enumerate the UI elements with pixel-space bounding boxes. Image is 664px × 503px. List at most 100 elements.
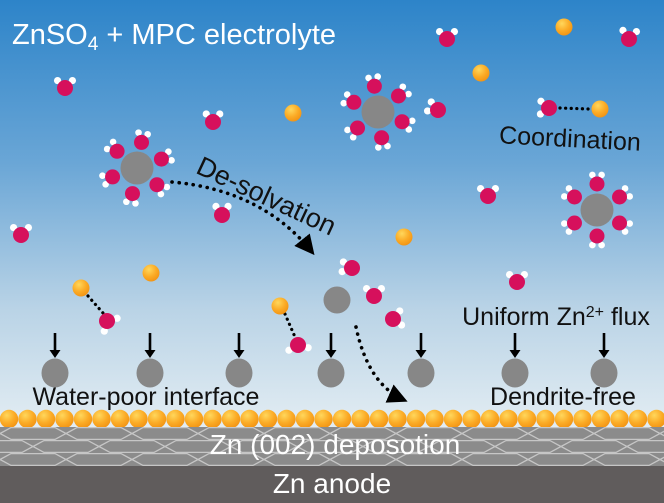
hydrogen-atom-icon [408,117,416,125]
oxygen-atom-icon [385,311,401,327]
hydrogen-atom-icon [621,185,629,192]
mpc-molecule [332,409,352,429]
hydrogen-atom-icon [100,327,108,335]
mpc-molecule [536,409,555,429]
hydrogen-atom-icon [163,183,171,191]
solvated-zinc-cluster [340,73,416,151]
mpc-molecule [395,228,413,246]
water-molecule [536,97,557,118]
mpc-molecule [406,409,426,429]
water-molecule [390,83,412,104]
hydrogen-atom-icon [132,200,139,207]
zn002-hex-texture-icon [0,427,664,466]
water-molecule [53,76,77,96]
zinc-ion [136,358,164,388]
mpc-molecule [73,409,93,429]
oxygen-atom-icon [430,102,446,118]
hydrogen-atom-icon [536,110,544,118]
water-molecule [589,228,605,249]
mpc-molecule [443,409,463,429]
zn-anode-label: Zn anode [273,468,391,499]
water-molecule [338,258,360,276]
hydrogen-atom-icon [349,133,357,141]
hydrogen-atom-icon [113,314,121,322]
solvated-zinc-cluster [99,129,175,207]
mpc-molecule [591,100,609,118]
oxygen-atom-icon [153,151,169,167]
oxygen-atom-icon [13,227,29,243]
water-molecule [589,171,605,192]
coordination-bond [86,294,105,315]
water-molecule [153,148,175,167]
dendrite-free-label: Dendrite-free [490,383,636,411]
flux-arrow-head-icon [233,350,245,358]
mpc-molecule [369,409,389,429]
hydrogen-atom-icon [598,171,605,179]
hydrogen-atom-icon [405,126,413,133]
hydrogen-atom-icon [565,185,573,192]
hydrogen-atom-icon [339,258,347,266]
mpc-molecule [554,409,574,429]
water-molecule [99,169,121,188]
water-molecule [505,270,529,290]
oxygen-atom-icon [480,188,496,204]
zinc-ion [501,358,529,388]
water-poor-interface-label: Water-poor interface [33,383,260,411]
water-molecule [435,27,459,47]
water-molecule [202,110,224,130]
oxygen-atom-icon [566,189,582,205]
hydrogen-atom-icon [343,91,351,98]
coordination-bond [283,312,297,339]
solvated-zinc-cluster [560,171,634,249]
flux-arrow-head-icon [509,350,521,358]
water-molecule [344,120,366,141]
mpc-molecule [472,64,490,82]
oxygen-atom-icon [390,88,406,104]
mpc-molecule [0,409,19,429]
hydrogen-atom-icon [621,228,629,235]
hydrogen-atom-icon [398,321,406,329]
hydrogen-atom-icon [340,99,348,107]
zinc-ion [41,358,69,388]
oxygen-atom-icon [541,100,557,116]
oxygen-atom-icon [374,130,390,146]
zinc-ion [225,358,253,388]
electrode-layers: Zn (002) deposotion Zn anode [0,427,664,503]
oxygen-atom-icon [57,80,73,96]
mpc-molecule [258,409,278,429]
zinc-ion [590,358,618,388]
annotations: ZnSO4 + MPC electrolyte De-solvation Coo… [12,19,650,411]
hydrogen-atom-icon [102,181,109,188]
water-molecule [123,186,140,207]
mpc-molecule [425,409,444,429]
mpc-molecule [314,409,333,429]
oxygen-atom-icon [149,177,165,193]
mpc-molecule [129,409,148,429]
flux-arrow-head-icon [325,350,337,358]
oxygen-atom-icon [134,134,150,150]
oxygen-atom-icon [205,114,221,130]
oxygen-atom-icon [124,186,140,202]
water-molecule [385,307,406,329]
oxygen-atom-icon [612,215,628,231]
mpc-molecule [55,409,74,429]
desolvated-zinc-ion [323,286,351,314]
hydrogen-atom-icon [560,193,568,200]
hydrogen-atom-icon [165,148,172,155]
water-molecule [212,202,232,223]
oxygen-atom-icon [290,337,306,353]
hydrogen-atom-icon [123,198,130,206]
hydrogen-atom-icon [109,138,117,146]
water-molecule [99,313,121,335]
hydrogen-atom-icon [338,267,346,276]
mpc-molecule [480,409,500,429]
mpc-molecule [203,409,222,429]
electrolyte-background [0,0,664,428]
uniform-flux-label: Uniform Zn2+ flux [462,303,650,331]
hydrogen-atom-icon [423,107,432,115]
oxygen-atom-icon [394,114,410,130]
mpc-molecule [462,409,481,429]
water-molecule [285,337,312,354]
mpc-molecule [351,409,370,429]
hydrogen-atom-icon [405,90,412,98]
